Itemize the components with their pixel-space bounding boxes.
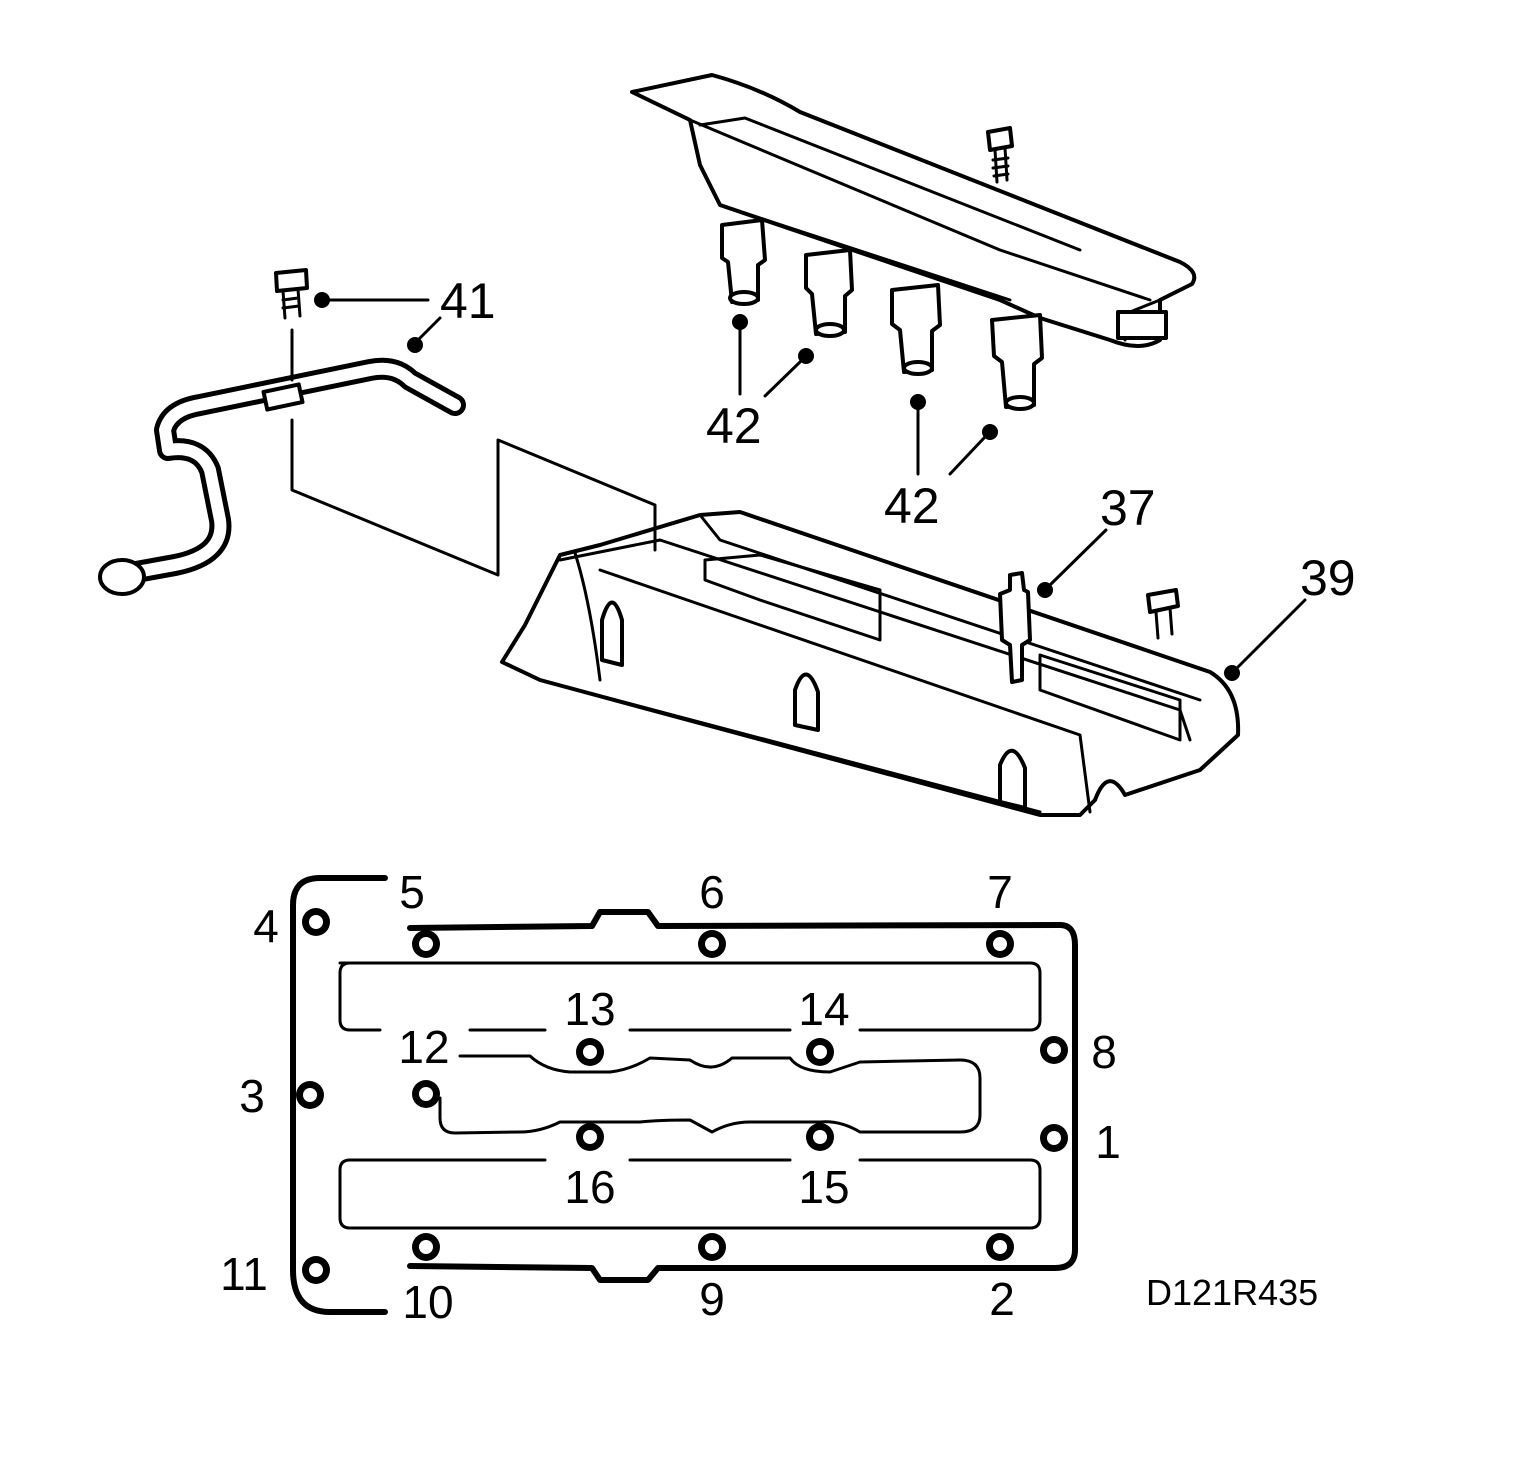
bolt-holes [296,908,1068,1284]
callout-label-37: 37 [1100,480,1156,536]
bolt-hole-center-4 [309,915,323,929]
bolt-sequence-label-11: 11 [220,1248,268,1300]
callout-37: 37 [1037,480,1156,598]
callout-41: 41 [314,273,496,353]
bolt-hole-center-1 [1047,1131,1061,1145]
bolt-hole-center-10 [419,1240,433,1254]
ignition-coil-cassette [630,73,1197,411]
callout-39: 39 [1224,550,1356,681]
bolt-sequence-label-14: 14 [798,983,849,1035]
bolt-sequence-label-7: 7 [987,866,1013,918]
callout-label-42-upper: 42 [706,398,762,454]
breather-hose [98,268,466,596]
bolt-hole-center-7 [993,937,1007,951]
bolt-hole-center-3 [303,1088,317,1102]
bolt-sequence-label-5: 5 [399,866,425,918]
drawing-code: D121R435 [1146,1272,1318,1313]
bolt-hole-center-8 [1047,1043,1061,1057]
bolt-hole-center-13 [583,1045,597,1059]
bolt-sequence-label-15: 15 [798,1161,849,1213]
bolt-hole-center-9 [705,1240,719,1254]
callout-42-lower: 42 [884,394,998,534]
bolt-sequence-label-2: 2 [989,1273,1015,1325]
bolt-hole-center-16 [583,1130,597,1144]
bolt-sequence-label-3: 3 [239,1070,265,1122]
valve-cover [500,510,1241,817]
bolt-hole-center-5 [419,937,433,951]
callout-42-upper: 42 [706,314,814,454]
assembly-guide-lines [290,328,657,577]
bolt-sequence-label-8: 8 [1091,1026,1117,1078]
bolt-sequence-label-12: 12 [398,1021,449,1073]
bolt-hole-center-2 [993,1240,1007,1254]
bolt-hole-center-15 [813,1130,827,1144]
callout-label-42-lower: 42 [884,478,940,534]
bolt-sequence-label-1: 1 [1095,1116,1121,1168]
bolt-sequence-label-9: 9 [699,1273,725,1325]
bolt-sequence-label-16: 16 [564,1161,615,1213]
bolt-sequence-label-4: 4 [253,900,279,952]
callout-label-39: 39 [1300,550,1356,606]
bolt-sequence-label-10: 10 [402,1276,453,1328]
bolt-hole-center-14 [813,1045,827,1059]
bolt-sequence-label-6: 6 [699,866,725,918]
callout-label-41: 41 [440,273,496,329]
bolt-hole-center-11 [309,1263,323,1277]
bolt-sequence-label-13: 13 [564,983,615,1035]
bolt-hole-center-6 [705,937,719,951]
bolt-hole-center-12 [419,1087,433,1101]
